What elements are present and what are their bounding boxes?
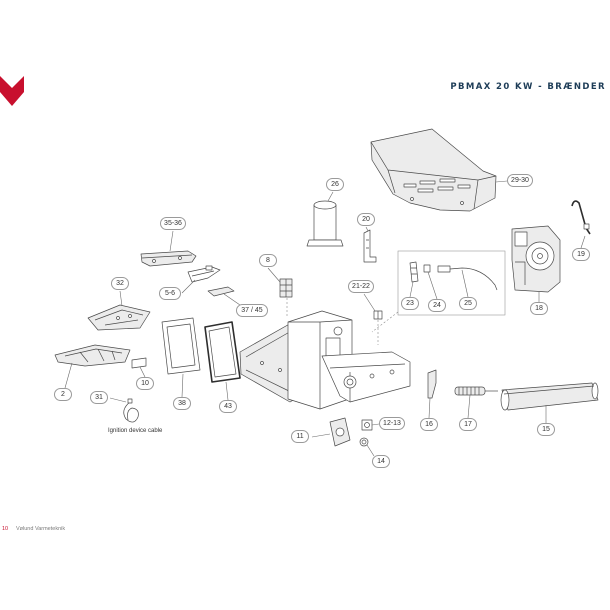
part-igniter-16 — [427, 369, 437, 399]
leader-line — [461, 269, 469, 298]
part-plate-35-36 — [140, 250, 197, 267]
callout-23: 23 — [401, 297, 419, 310]
leader-line — [371, 423, 380, 426]
part-fan — [511, 225, 561, 293]
ignition-cable-caption: Ignition device cable — [108, 428, 163, 434]
leader-line — [409, 281, 414, 298]
callout-31: 31 — [90, 391, 108, 404]
leader-line — [169, 230, 174, 252]
part-gasket-37-45 — [207, 286, 235, 297]
callout-26: 26 — [326, 178, 344, 191]
callout-17: 17 — [459, 418, 477, 431]
callout-35-36: 35-36 — [160, 217, 186, 230]
part-air-tube — [306, 200, 344, 247]
callout-37-45: 37 / 45 — [236, 304, 268, 317]
connector-line — [371, 311, 399, 333]
part-bracket-5-6 — [187, 265, 221, 283]
group-frame-23-25 — [397, 250, 506, 316]
part-frame-38 — [161, 317, 201, 375]
leader-line — [327, 191, 334, 202]
callout-2: 2 — [54, 388, 72, 401]
leader-line — [267, 267, 281, 283]
part-brush-17 — [454, 386, 498, 396]
leader-line — [495, 180, 508, 183]
callout-8: 8 — [259, 254, 277, 267]
company-name: Vølund Varmeteknik — [16, 526, 66, 532]
callout-12-13: 12-13 — [379, 417, 405, 430]
part-sensor-23 — [409, 261, 419, 283]
leader-line — [428, 397, 431, 419]
part-connector-24 — [423, 264, 431, 273]
leader-line — [225, 381, 229, 401]
part-block-21-22 — [373, 310, 383, 320]
part-housing-cover — [370, 128, 497, 212]
part-ignition-rod — [571, 200, 591, 235]
callout-20: 20 — [357, 213, 375, 226]
leader-line — [181, 279, 196, 294]
leader-line — [580, 235, 586, 249]
leader-line — [467, 394, 471, 419]
page-title: PBMAX 20 KW - BRÆNDER — [450, 82, 606, 92]
callout-16: 16 — [420, 418, 438, 431]
leader-line — [427, 271, 438, 300]
callout-38: 38 — [173, 397, 191, 410]
leader-line — [64, 362, 73, 389]
callout-43: 43 — [219, 400, 237, 413]
part-bracket-10 — [131, 357, 147, 369]
leader-line — [363, 293, 376, 312]
part-frame-43 — [204, 321, 241, 383]
callout-19: 19 — [572, 248, 590, 261]
callout-14: 14 — [372, 455, 390, 468]
part-ignition-cable-31 — [123, 398, 139, 423]
leader-line — [119, 290, 123, 307]
leader-line — [366, 444, 375, 457]
part-tray-32 — [87, 304, 151, 331]
leader-line — [223, 293, 241, 306]
callout-32: 32 — [111, 277, 129, 290]
leader-line — [181, 373, 184, 398]
callout-5-6: 5-6 — [159, 287, 181, 300]
callout-25: 25 — [459, 297, 477, 310]
callout-18: 18 — [530, 302, 548, 315]
part-component-12-13 — [361, 419, 373, 431]
leader-line — [109, 397, 127, 403]
callout-11: 11 — [291, 430, 309, 443]
callout-10: 10 — [136, 377, 154, 390]
leader-line — [311, 433, 331, 438]
part-burner-body — [239, 310, 411, 410]
part-bottom-tray-2 — [54, 344, 131, 367]
leader-line — [139, 366, 146, 378]
part-clip-8 — [279, 278, 293, 298]
part-ring-14 — [359, 437, 369, 447]
brand-logo — [0, 76, 24, 106]
leader-line — [365, 226, 369, 232]
part-cable-25 — [437, 265, 498, 291]
callout-15: 15 — [537, 423, 555, 436]
page-number: 10 — [2, 526, 9, 532]
callout-21-22: 21-22 — [348, 280, 374, 293]
part-motor-11 — [329, 417, 351, 447]
callout-29-30: 29-30 — [507, 174, 533, 187]
part-cylinder-15 — [500, 382, 599, 411]
callout-24: 24 — [428, 299, 446, 312]
part-bracket-20 — [363, 229, 377, 263]
